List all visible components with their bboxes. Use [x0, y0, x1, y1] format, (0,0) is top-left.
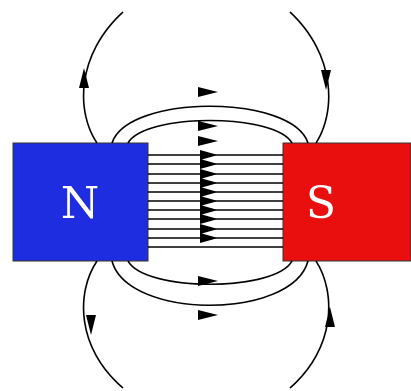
upper-curved-lines — [112, 87, 308, 146]
south-magnet — [283, 143, 411, 261]
arrow-right-icon — [200, 233, 218, 243]
field-line-top-left — [84, 12, 123, 143]
arrow-up-icon — [325, 307, 335, 327]
arrow-down-icon — [321, 70, 331, 90]
arrow-right-icon — [198, 87, 218, 97]
field-line-lower-outer — [112, 261, 308, 305]
lower-curved-lines — [112, 261, 308, 320]
arrow-right-icon — [200, 214, 218, 224]
arrow-right-icon — [200, 196, 218, 206]
arrow-right-icon — [198, 136, 218, 146]
arrow-right-icon — [200, 159, 218, 169]
arrow-right-icon — [198, 310, 218, 320]
arrow-right-icon — [200, 178, 218, 188]
straight-line-arrows — [200, 150, 218, 243]
arrow-right-icon — [200, 205, 218, 215]
arrow-right-icon — [200, 187, 218, 197]
arrow-right-icon — [200, 169, 218, 179]
arrow-down-icon — [86, 315, 96, 335]
south-label: S — [306, 178, 336, 229]
arrow-right-icon — [200, 224, 218, 234]
arrow-right-icon — [200, 150, 218, 160]
arrow-up-icon — [79, 68, 89, 88]
arrow-right-icon — [198, 121, 218, 131]
north-label: N — [61, 178, 100, 229]
